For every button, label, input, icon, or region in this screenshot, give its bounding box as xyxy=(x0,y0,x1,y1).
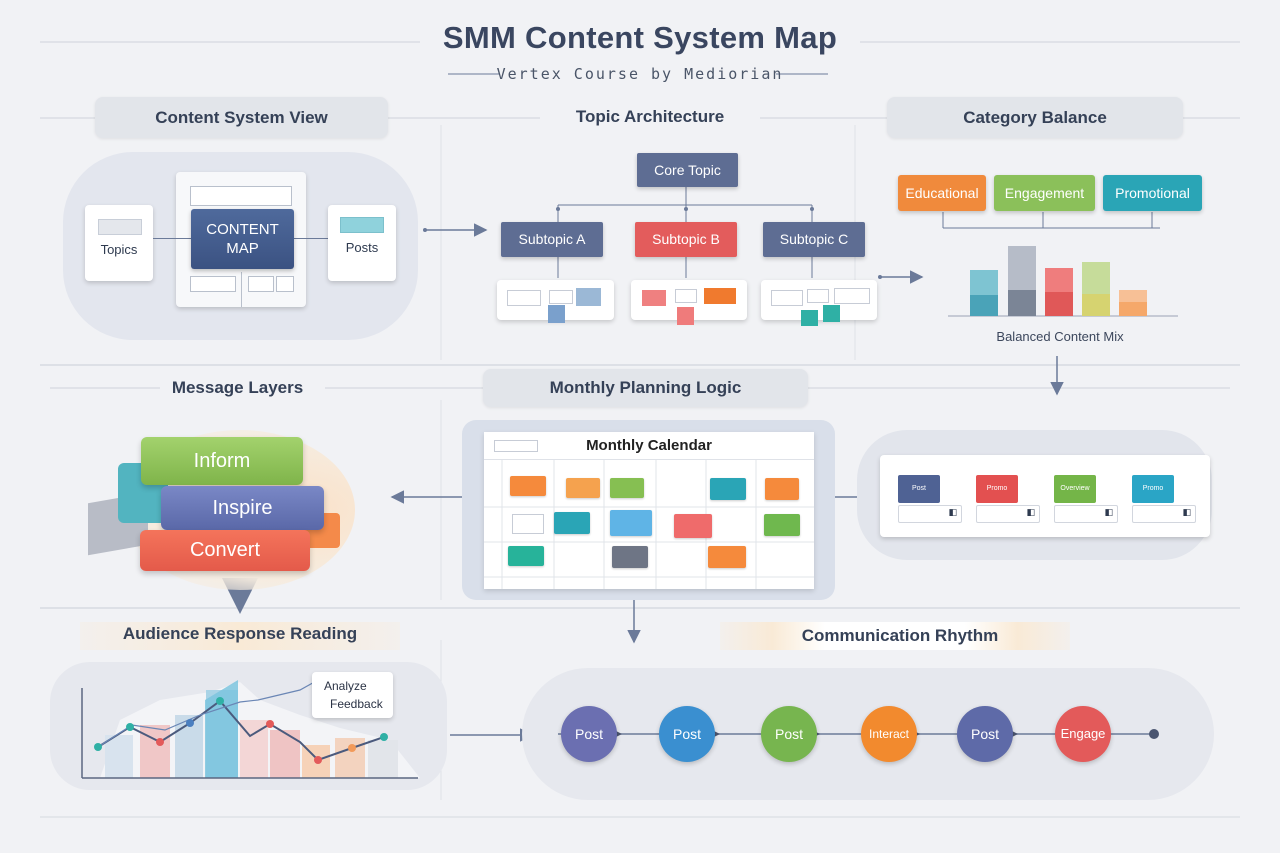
planning-card[interactable]: Promo xyxy=(1132,475,1174,503)
rhythm-step-post[interactable]: Post xyxy=(761,706,817,762)
cal-event[interactable] xyxy=(674,514,712,538)
page-title: SMM Content System Map xyxy=(442,20,838,55)
section-topic-architecture: Topic Architecture xyxy=(575,107,725,126)
analyze-feedback-callout: Analyze Feedback xyxy=(312,672,393,718)
topics-card-label: Topics xyxy=(100,242,138,257)
category-educational-button[interactable]: Educational xyxy=(898,175,986,211)
subtopic-c-posts xyxy=(761,280,877,326)
subtopic-b-posts xyxy=(631,280,747,325)
rhythm-step-interact[interactable]: Interact xyxy=(861,706,917,762)
cal-event[interactable] xyxy=(510,476,546,496)
posts-card[interactable]: Posts xyxy=(328,205,396,281)
page-subtitle: Vertex Course by Mediorian xyxy=(496,65,784,83)
category-engagement-button[interactable]: Engagement xyxy=(994,175,1095,211)
planning-card[interactable]: Promo xyxy=(976,475,1018,503)
cal-event[interactable] xyxy=(610,510,652,536)
subtopic-a-posts xyxy=(497,280,614,323)
rhythm-step-post[interactable]: Post xyxy=(659,706,715,762)
cal-event[interactable] xyxy=(508,546,544,566)
cal-event[interactable] xyxy=(764,514,800,536)
layer-inform[interactable]: Inform xyxy=(141,437,303,485)
layer-convert[interactable]: Convert xyxy=(140,530,310,571)
cal-event[interactable] xyxy=(765,478,799,500)
subtopic-c-node[interactable]: Subtopic C xyxy=(763,222,865,257)
balance-caption: Balanced Content Mix xyxy=(996,329,1124,344)
section-communication-rhythm: Communication Rhythm xyxy=(801,626,999,645)
monthly-calendar[interactable]: Monthly Calendar xyxy=(484,432,814,589)
section-content-system-view: Content System View xyxy=(95,97,388,138)
cal-event[interactable] xyxy=(554,512,590,534)
cal-event[interactable] xyxy=(708,546,746,568)
section-audience-response: Audience Response Reading xyxy=(122,624,358,643)
core-topic-node[interactable]: Core Topic xyxy=(637,153,738,187)
calendar-title: Monthly Calendar xyxy=(586,437,712,454)
section-monthly-planning: Monthly Planning Logic xyxy=(483,369,808,407)
planning-board: Post ◧ Promo ◧ Overview ◧ Promo ◧ xyxy=(880,455,1210,537)
planning-card[interactable]: Post xyxy=(898,475,940,503)
section-category-balance: Category Balance xyxy=(887,97,1183,138)
cal-event[interactable] xyxy=(566,478,600,498)
rhythm-step-post[interactable]: Post xyxy=(561,706,617,762)
posts-card-label: Posts xyxy=(345,240,379,255)
rhythm-step-engage[interactable]: Engage xyxy=(1055,706,1111,762)
category-promotional-button[interactable]: Promotional xyxy=(1103,175,1202,211)
topics-card[interactable]: Topics xyxy=(85,205,153,281)
rhythm-step-post[interactable]: Post xyxy=(957,706,1013,762)
layer-inspire[interactable]: Inspire xyxy=(161,486,324,530)
subtopic-a-node[interactable]: Subtopic A xyxy=(501,222,603,257)
cal-event[interactable] xyxy=(710,478,746,500)
planning-card[interactable]: Overview xyxy=(1054,475,1096,503)
subtopic-b-node[interactable]: Subtopic B xyxy=(635,222,737,257)
cal-event[interactable] xyxy=(612,546,648,568)
section-message-layers: Message Layers xyxy=(171,378,304,397)
cal-event[interactable] xyxy=(610,478,644,498)
